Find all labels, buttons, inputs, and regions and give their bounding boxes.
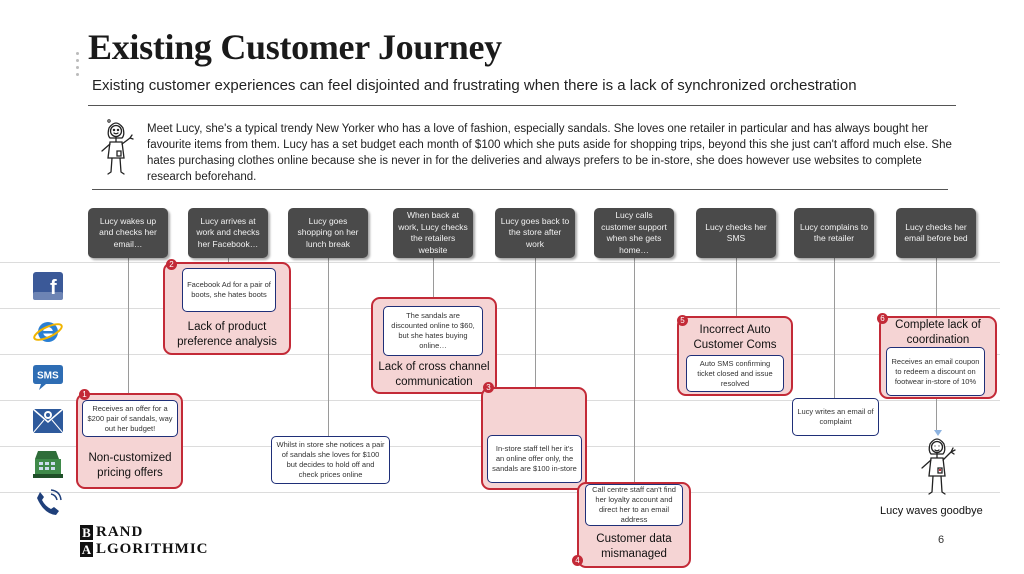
pain-point-badge: 5: [677, 315, 688, 326]
page-title: Existing Customer Journey: [88, 27, 502, 67]
lane-divider: [0, 492, 1000, 493]
facebook-icon: f: [33, 272, 63, 300]
note-email-offer: Receives an offer for a $200 pair of san…: [82, 400, 178, 437]
journey-step-wake-up: Lucy wakes up and checks her email…: [88, 208, 168, 258]
page-subtitle: Existing customer experiences can feel d…: [92, 77, 857, 94]
decorative-dots: [76, 52, 80, 80]
journey-step-calls-support: Lucy calls customer support when she get…: [594, 208, 674, 258]
pain-point-label: Lack of cross channel communication: [378, 361, 490, 388]
pain-point-label: Lack of product preference analysis: [177, 321, 277, 348]
connector-line: [834, 258, 835, 398]
sms-icon: SMS: [33, 365, 63, 390]
brand-logo: B RAND A LGORITHMIC: [80, 524, 230, 558]
brand-letter-b: B: [80, 525, 93, 540]
pain-point-badge: 3: [483, 382, 494, 393]
pain-point-badge: 6: [877, 313, 888, 324]
note-email-coupon: Receives an email coupon to redeem a dis…: [886, 347, 985, 396]
page-number: 6: [938, 534, 945, 546]
lane-divider: [0, 262, 1000, 263]
intro-text: Meet Lucy, she's a typical trendy New Yo…: [147, 123, 952, 183]
connector-line: [128, 258, 129, 393]
pain-point-badge: 4: [572, 555, 583, 566]
journey-step-back-to-store: Lucy goes back to the store after work: [495, 208, 575, 258]
note-facebook-ad: Facebook Ad for a pair of boots, she hat…: [182, 268, 276, 312]
journey-step-arrives-work: Lucy arrives at work and checks her Face…: [188, 208, 268, 258]
note-store-staff: In-store staff tell her it's an online o…: [487, 435, 582, 483]
pain-point-label: Non-customized pricing offers: [88, 452, 172, 479]
connector-line: [936, 395, 937, 430]
phone-icon: [37, 489, 62, 515]
intro-divider: [92, 189, 948, 190]
pain-point-label: Complete lack of coordination: [895, 319, 981, 346]
store-register-icon: [33, 451, 63, 478]
connector-line: [936, 258, 937, 318]
pain-point-label: Incorrect Auto Customer Coms: [693, 324, 777, 351]
internet-explorer-icon: [33, 322, 63, 342]
journey-step-email-before-bed: Lucy checks her email before bed: [896, 208, 976, 258]
brand-word-2: LGORITHMIC: [96, 541, 209, 557]
lane-divider: [0, 308, 1000, 309]
journey-step-checks-website: When back at work, Lucy checks the retai…: [393, 208, 473, 258]
facebook-letter: f: [50, 277, 57, 299]
brand-word-1: RAND: [96, 524, 144, 540]
note-complaint: Lucy writes an email of complaint: [792, 398, 879, 436]
lucy-figure: [101, 119, 134, 175]
connector-line: [736, 258, 737, 356]
email-icon: [32, 408, 64, 434]
connector-line: [328, 258, 329, 436]
lane-divider: [0, 354, 1000, 355]
pain-point-badge: 2: [166, 259, 177, 270]
lucy-goodbye-label: Lucy waves goodbye: [880, 505, 983, 517]
note-auto-sms: Auto SMS confirming ticket closed and is…: [686, 355, 784, 392]
note-store-visit: Whilst in store she notices a pair of sa…: [271, 436, 390, 484]
note-call-centre: Call centre staff can't find her loyalty…: [585, 484, 683, 526]
pain-point-label: Customer data mismanaged: [596, 533, 672, 560]
brand-letter-a: A: [80, 542, 93, 557]
sms-text: SMS: [37, 371, 59, 382]
journey-step-checks-sms: Lucy checks her SMS: [696, 208, 776, 258]
note-online-discount: The sandals are discounted online to $60…: [383, 306, 483, 356]
header-divider: [88, 105, 956, 106]
connector-line: [634, 258, 635, 483]
pain-point-badge: 1: [79, 389, 90, 400]
journey-step-lunch-shopping: Lucy goes shopping on her lunch break: [288, 208, 368, 258]
lucy-waving-figure: [921, 430, 956, 495]
connector-line: [535, 258, 536, 388]
journey-step-complains: Lucy complains to the retailer: [794, 208, 874, 258]
connector-line: [433, 258, 434, 308]
